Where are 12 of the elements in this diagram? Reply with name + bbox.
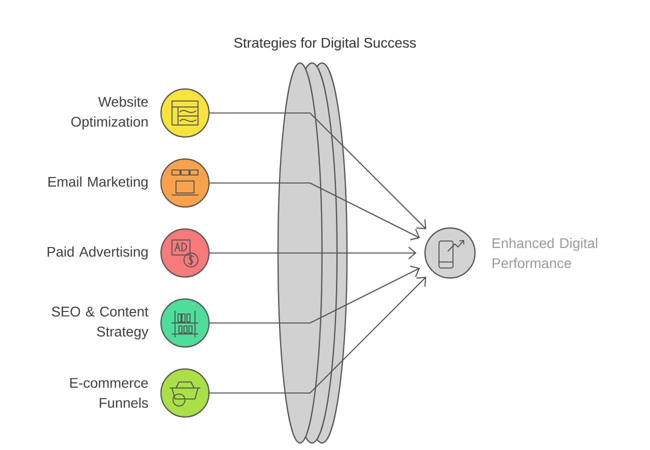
arrow (209, 246, 416, 260)
arrow (209, 182, 420, 240)
node-label: SEO & Content Strategy (52, 306, 148, 340)
node-label: Paid Advertising (48, 246, 148, 260)
title: Strategies for Digital Success (234, 37, 416, 51)
node-label: Enhanced Digital Performance (492, 238, 598, 268)
arrow (209, 112, 426, 230)
arrow (209, 266, 420, 324)
node-label: Email Marketing (48, 176, 148, 190)
node-label: Website Optimization (71, 96, 148, 130)
arrow (209, 276, 426, 394)
node-label: E-commerce Funnels (70, 378, 148, 408)
